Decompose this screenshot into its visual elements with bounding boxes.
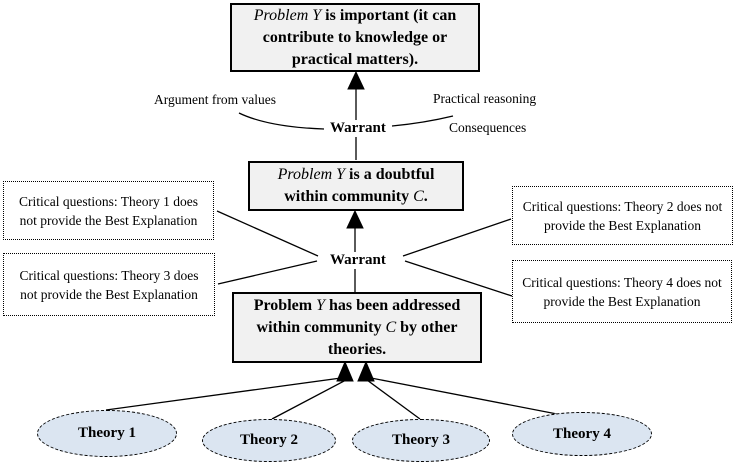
theory-label: Theory 3 bbox=[392, 432, 450, 448]
theory-ellipse-3: Theory 3 bbox=[352, 419, 490, 462]
theory-label: Theory 1 bbox=[78, 425, 136, 441]
critical-questions-text: Critical questions: Theory 1 does not pr… bbox=[19, 193, 198, 228]
critical-questions-box-theory2: Critical questions: Theory 2 does not pr… bbox=[512, 186, 733, 245]
claim-text: Problem Y has been addressed within comm… bbox=[253, 296, 461, 358]
critical-questions-box-theory3: Critical questions: Theory 3 does not pr… bbox=[3, 253, 215, 316]
connector-warrant-to-cq4 bbox=[404, 260, 513, 297]
connector-warrant-to-values bbox=[238, 112, 325, 130]
critical-questions-text: Critical questions: Theory 3 does not pr… bbox=[19, 267, 199, 302]
critical-questions-box-theory4: Critical questions: Theory 4 does not pr… bbox=[512, 260, 732, 323]
arrowhead-up-icon bbox=[347, 70, 365, 90]
connector-warrant-to-cq1 bbox=[216, 210, 319, 257]
connector-warrant-to-cq3 bbox=[217, 260, 318, 285]
claim-variable: Problem Y bbox=[253, 6, 322, 24]
claim-box-problem-important: Problem Y is important (it can contribut… bbox=[230, 3, 480, 72]
theory-label: Theory 2 bbox=[240, 432, 298, 448]
theory-ellipse-2: Theory 2 bbox=[202, 419, 336, 462]
connector-theory1-to-bottom bbox=[105, 377, 342, 411]
claim-variable: Y bbox=[316, 296, 325, 314]
connector-theory3-to-bottom bbox=[366, 379, 421, 420]
claim-text: Problem Y is important (it can contribut… bbox=[253, 6, 457, 68]
arrowhead-up-icon bbox=[357, 360, 375, 382]
critical-questions-text: Critical questions: Theory 4 does not pr… bbox=[522, 274, 722, 309]
label-argument-from-values: Argument from values bbox=[154, 92, 276, 107]
claim-text: Problem Y is a doubtful within community… bbox=[277, 166, 435, 205]
connector-warrant-to-cq2 bbox=[402, 218, 512, 257]
critical-questions-text: Critical questions: Theory 2 does not pr… bbox=[522, 198, 723, 233]
connector-theory2-to-bottom bbox=[271, 379, 347, 420]
label-practical-reasoning: Practical reasoning bbox=[433, 91, 537, 106]
theory-ellipse-4: Theory 4 bbox=[512, 412, 652, 456]
label-warrant-middle: Warrant bbox=[327, 252, 389, 269]
claim-box-problem-addressed: Problem Y has been addressed within comm… bbox=[232, 292, 482, 363]
critical-questions-box-theory1: Critical questions: Theory 1 does not pr… bbox=[3, 181, 214, 240]
claim-variable: C bbox=[413, 188, 424, 205]
claim-variable: Problem Y bbox=[277, 166, 346, 183]
connector-warrant-to-reasoning bbox=[391, 115, 454, 127]
theory-ellipse-1: Theory 1 bbox=[37, 410, 177, 457]
theory-label: Theory 4 bbox=[553, 425, 611, 442]
label-warrant-top: Warrant bbox=[327, 120, 389, 137]
arrowhead-up-icon bbox=[346, 209, 364, 229]
connector-theory4-to-bottom bbox=[370, 377, 558, 415]
claim-box-problem-doubtful: Problem Y is a doubtful within community… bbox=[248, 161, 464, 211]
label-consequences: Consequences bbox=[449, 120, 527, 135]
claim-variable: C bbox=[385, 318, 397, 336]
